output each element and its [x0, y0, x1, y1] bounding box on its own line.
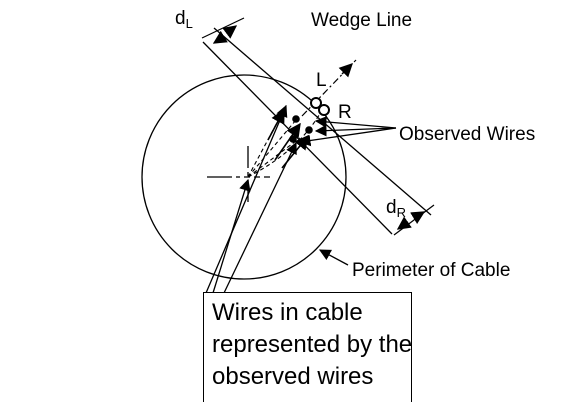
dr-arrow [410, 211, 426, 225]
wedge-line-label: Wedge Line [311, 10, 412, 31]
observed-wires-dots [289, 97, 330, 143]
cable-perimeter-circle [141, 74, 347, 280]
dr-arrow-2 [396, 216, 412, 230]
dl-arrow-2 [212, 30, 228, 44]
observed-wires-label: Observed Wires [399, 124, 535, 145]
d-right-label: dR [386, 197, 406, 220]
observed-wires-leaders [298, 116, 397, 147]
callout-line-2: represented by the [212, 331, 413, 358]
perimeter-leader [318, 249, 349, 266]
callout-box: Wires in cable represented by the observ… [203, 292, 412, 402]
point-r-label: R [338, 102, 352, 123]
wedge-line-right [202, 41, 393, 235]
callout-line-1: Wires in cable [212, 299, 363, 326]
callout-leaders [205, 104, 297, 294]
callout-line-3: observed wires [212, 363, 374, 390]
wedge-line-pointer [338, 63, 353, 78]
center-crosshair [207, 146, 272, 202]
perimeter-label: Perimeter of Cable [352, 260, 510, 281]
dl-arrow [222, 25, 238, 39]
point-l-label: L [316, 70, 327, 91]
d-left-label: dL [175, 8, 193, 31]
